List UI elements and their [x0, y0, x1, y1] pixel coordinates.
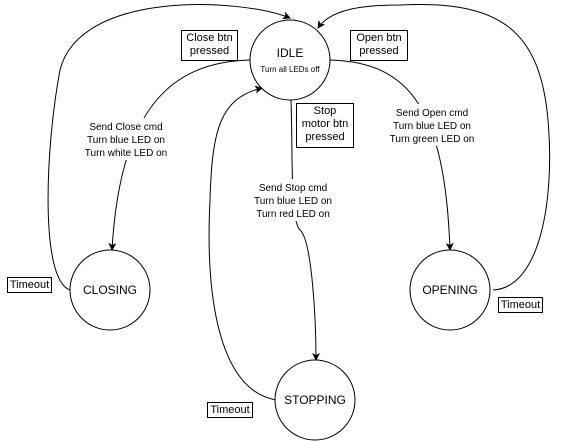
event-close-btn-line: pressed — [189, 45, 230, 57]
action-close-line: Send Close cmd — [89, 122, 162, 133]
transition-idle-to-opening — [329, 59, 454, 251]
state-stopping: STOPPING — [274, 359, 356, 441]
event-close-btn-line: Close btn — [186, 32, 233, 44]
event-stop-btn-line: pressed — [305, 131, 345, 143]
transition-opening-timeout-to-idle — [317, 3, 551, 291]
event-open-btn-pressed: Open btn pressed — [350, 30, 408, 61]
action-open-line: Turn blue LED on — [393, 121, 471, 132]
state-idle: IDLE Turn all LEDs off — [249, 19, 331, 101]
actions-stop-label: Send Stop cmd Turn blue LED on Turn red … — [248, 179, 338, 221]
action-close-line: Turn white LED on — [85, 148, 167, 159]
event-stop-btn-line: Stop — [313, 105, 337, 117]
state-stopping-name: STOPPING — [284, 393, 346, 407]
transition-idle-to-closing — [108, 59, 251, 251]
actions-close-label: Send Close cmd Turn blue LED on Turn whi… — [78, 118, 176, 160]
state-closing: CLOSING — [69, 249, 151, 331]
action-close-line: Turn blue LED on — [87, 135, 165, 146]
event-stop-motor-btn-pressed: Stop motor btn pressed — [296, 103, 354, 148]
state-closing-name: CLOSING — [83, 283, 137, 297]
event-open-btn-line: pressed — [359, 45, 399, 57]
action-open-line: Turn green LED on — [390, 134, 475, 145]
event-timeout-opening: Timeout — [498, 297, 543, 313]
actions-open-label: Send Open cmd Turn blue LED on Turn gree… — [383, 104, 481, 146]
event-timeout-closing: Timeout — [7, 277, 52, 293]
state-opening-name: OPENING — [422, 283, 477, 297]
event-timeout-stopping: Timeout — [207, 402, 253, 418]
state-idle-sub: Turn all LEDs off — [260, 65, 320, 74]
transition-closing-timeout-to-idle — [47, 4, 291, 291]
state-idle-name: IDLE — [277, 46, 304, 60]
state-opening: OPENING — [409, 249, 491, 331]
action-stop-line: Turn blue LED on — [254, 196, 332, 207]
event-close-btn-pressed: Close btn pressed — [181, 30, 238, 61]
action-stop-line: Send Stop cmd — [259, 183, 327, 194]
event-stop-btn-line: motor btn — [301, 118, 349, 130]
action-stop-line: Turn red LED on — [256, 209, 330, 220]
transition-stopping-timeout-to-idle — [208, 85, 277, 401]
transition-idle-to-stopping — [290, 99, 320, 361]
action-open-line: Send Open cmd — [396, 108, 468, 119]
event-open-btn-line: Open btn — [356, 32, 402, 44]
